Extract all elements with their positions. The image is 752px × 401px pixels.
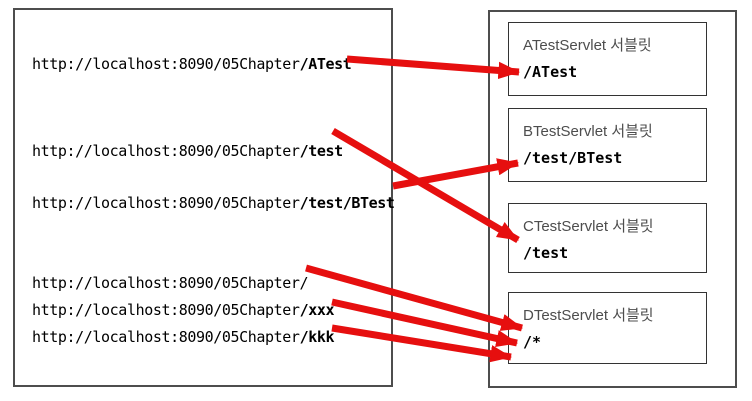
request-url: http://localhost:8090/05Chapter/ <box>32 274 309 292</box>
servlet-title: CTestServlet 서블릿 <box>523 218 654 235</box>
request-url: http://localhost:8090/05Chapter/ATest <box>32 55 352 73</box>
servlet-mapping: /ATest <box>523 63 578 81</box>
url-path: /xxx <box>299 301 335 319</box>
servlet-card-dtestservlet: DTestServlet 서블릿 /* <box>508 292 707 364</box>
servlet-title: ATestServlet 서블릿 <box>523 37 652 54</box>
url-path: /kkk <box>299 328 335 346</box>
servlet-card-atestservlet: ATestServlet 서블릿 /ATest <box>508 22 707 96</box>
url-path: /test <box>299 142 344 160</box>
servlet-mapping: /test <box>523 244 569 262</box>
url-base: http://localhost:8090/05Chapter <box>32 55 300 73</box>
servlet-mapping: /test/BTest <box>523 149 623 167</box>
servlet-title: DTestServlet 서블릿 <box>523 307 654 324</box>
url-path: /ATest <box>299 55 352 73</box>
url-base: http://localhost:8090/05Chapter <box>32 328 300 346</box>
request-url: http://localhost:8090/05Chapter/kkk <box>32 328 334 346</box>
url-path: /test/BTest <box>299 194 395 212</box>
url-base: http://localhost:8090/05Chapter/ <box>32 274 309 292</box>
url-base: http://localhost:8090/05Chapter <box>32 301 300 319</box>
url-base: http://localhost:8090/05Chapter <box>32 142 300 160</box>
request-url: http://localhost:8090/05Chapter/test <box>32 142 343 160</box>
servlet-card-ctestservlet: CTestServlet 서블릿 /test <box>508 203 707 273</box>
servlet-mapping: /* <box>523 333 542 351</box>
servlet-title: BTestServlet 서블릿 <box>523 123 653 140</box>
url-base: http://localhost:8090/05Chapter <box>32 194 300 212</box>
requests-panel: http://localhost:8090/05Chapter/ATest ht… <box>13 8 395 387</box>
request-url: http://localhost:8090/05Chapter/test/BTe… <box>32 194 395 212</box>
request-url: http://localhost:8090/05Chapter/xxx <box>32 301 334 319</box>
servlet-card-btestservlet: BTestServlet 서블릿 /test/BTest <box>508 108 707 182</box>
